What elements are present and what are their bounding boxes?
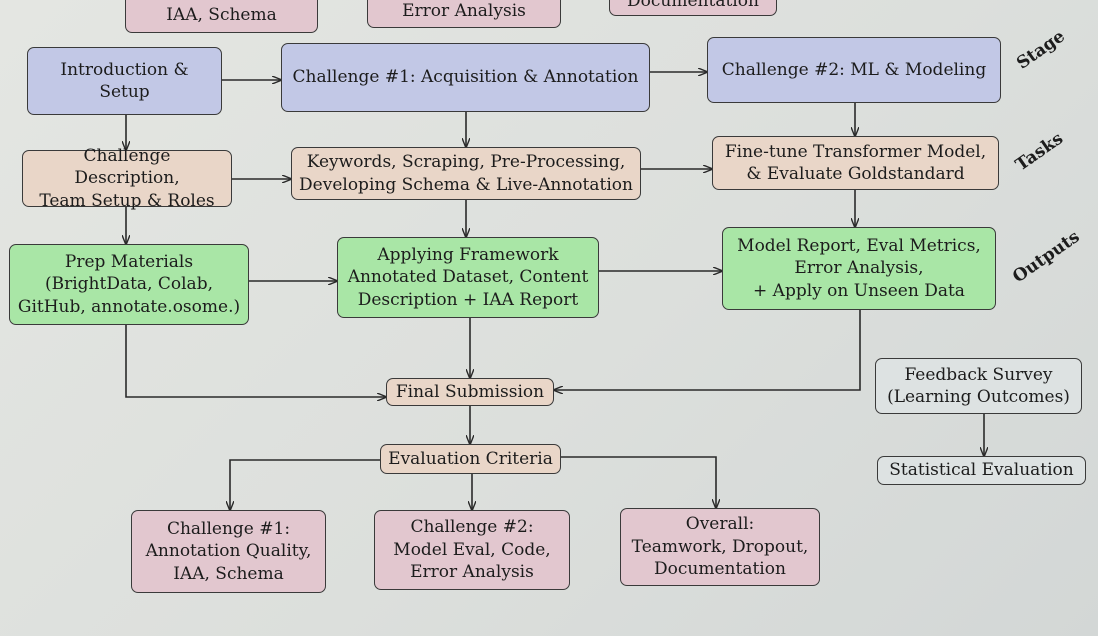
evaluation-criteria-text: Evaluation Criteria [388, 448, 553, 469]
output-prep-text: Prep Materials (BrightData, Colab, GitHu… [17, 251, 241, 317]
top-partial-left-text: IAA, Schema [166, 4, 277, 25]
top-partial-box-right: Documentation [609, 0, 777, 16]
arrow-evaluation-to-c1 [230, 459, 380, 510]
task-finetune-text: Fine-tune Transformer Model, & Evaluate … [724, 141, 987, 184]
final-submission-text: Final Submission [395, 381, 545, 402]
criteria-c1-text: Challenge #1: Annotation Quality, IAA, S… [145, 518, 312, 584]
criteria-challenge-2: Challenge #2: Model Eval, Code, Error An… [374, 510, 570, 590]
output-model-text: Model Report, Eval Metrics, Error Analys… [737, 235, 981, 301]
statistical-evaluation-text: Statistical Evaluation [889, 460, 1074, 481]
stage-challenge2-label: Challenge #2: ML & Modeling [721, 59, 987, 80]
criteria-overall-text: Overall: Teamwork, Dropout, Documentatio… [631, 514, 809, 580]
arrow-model-to-final [554, 310, 861, 390]
output-applying-framework: Applying Framework Annotated Dataset, Co… [337, 237, 599, 318]
top-partial-box-middle: Error Analysis [367, 0, 561, 28]
feedback-survey-text: Feedback Survey (Learning Outcomes) [887, 364, 1070, 407]
final-submission-box: Final Submission [386, 378, 554, 406]
stage-intro-setup: Introduction & Setup [27, 47, 222, 115]
output-framework-text: Applying Framework Annotated Dataset, Co… [347, 244, 589, 310]
feedback-survey-box: Feedback Survey (Learning Outcomes) [875, 358, 1082, 414]
output-prep-materials: Prep Materials (BrightData, Colab, GitHu… [9, 244, 249, 325]
statistical-evaluation-box: Statistical Evaluation [877, 456, 1086, 485]
criteria-challenge-1: Challenge #1: Annotation Quality, IAA, S… [131, 510, 326, 593]
stage-challenge1-label: Challenge #1: Acquisition & Annotation [292, 67, 639, 88]
stage-challenge-2: Challenge #2: ML & Modeling [707, 37, 1001, 103]
task-keywords-text: Keywords, Scraping, Pre-Processing, Deve… [299, 152, 633, 195]
task-description-text: Challenge Description, Team Setup & Role… [39, 145, 215, 211]
top-partial-middle-text: Error Analysis [402, 0, 526, 21]
task-challenge-description: Challenge Description, Team Setup & Role… [22, 146, 232, 211]
criteria-c2-text: Challenge #2: Model Eval, Code, Error An… [393, 517, 551, 583]
output-model-report: Model Report, Eval Metrics, Error Analys… [722, 227, 996, 310]
arrow-prep-to-final [125, 325, 386, 397]
task-keywords-scraping: Keywords, Scraping, Pre-Processing, Deve… [291, 147, 641, 200]
top-partial-box-left: IAA, Schema [125, 0, 318, 33]
evaluation-criteria-box: Evaluation Criteria [380, 444, 561, 474]
stage-intro-label: Introduction & Setup [60, 59, 189, 102]
top-partial-right-text: Documentation [627, 0, 759, 11]
criteria-overall: Overall: Teamwork, Dropout, Documentatio… [620, 508, 820, 586]
task-finetune-transformer: Fine-tune Transformer Model, & Evaluate … [712, 136, 999, 190]
arrow-evaluation-to-overall [561, 456, 716, 508]
stage-challenge-1: Challenge #1: Acquisition & Annotation [281, 43, 650, 112]
